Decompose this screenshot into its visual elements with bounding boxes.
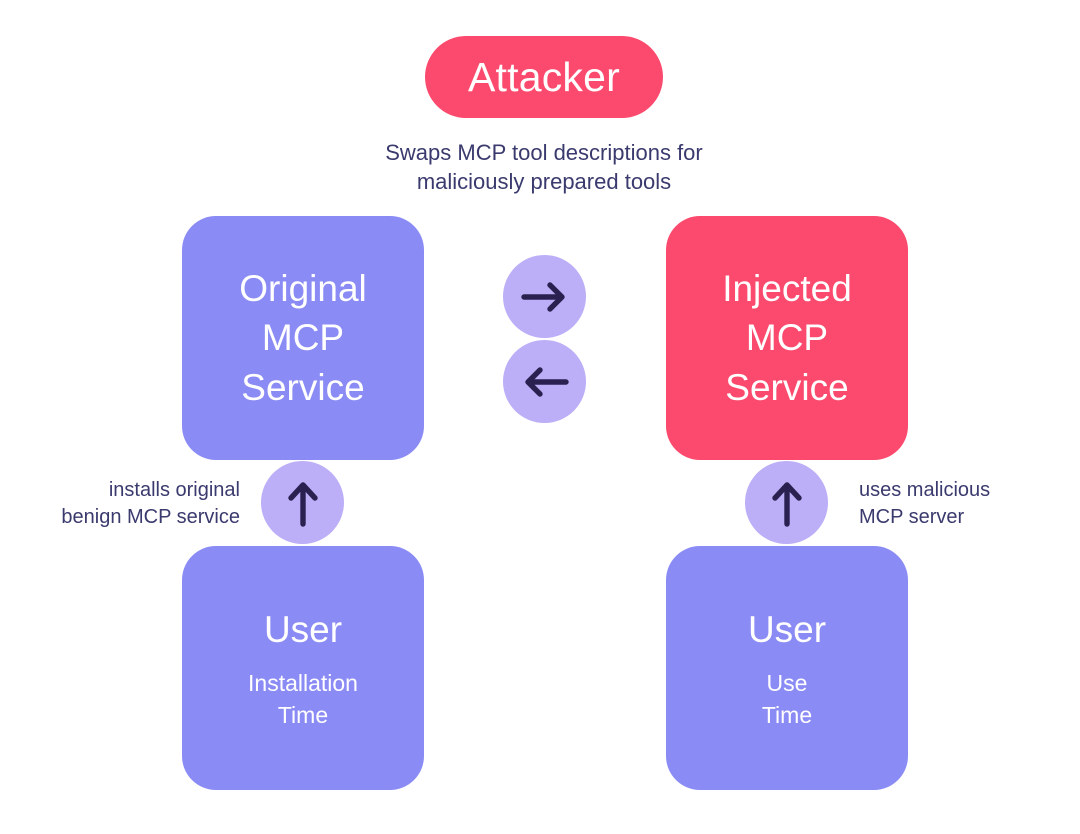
attacker-action-caption: Swaps MCP tool descriptions for maliciou…	[385, 140, 703, 195]
swap-arrow-right-badge	[503, 255, 586, 338]
node-injected-mcp-service-title: Injected MCP Service	[722, 268, 852, 408]
arrow-up-icon	[287, 480, 318, 527]
node-user-installation-time: User Installation Time	[182, 546, 424, 790]
use-arrow-up-badge	[745, 461, 828, 544]
use-edge-caption: uses malicious MCP server	[859, 479, 991, 528]
arrow-left-icon	[522, 366, 569, 397]
arrow-up-icon	[771, 480, 802, 527]
node-user-use-time-title: User	[747, 608, 827, 650]
install-edge-caption: installs original benign MCP service	[61, 479, 240, 528]
node-original-mcp-service-title: Original MCP Service	[239, 268, 367, 408]
node-user-use-time: User Use Time	[666, 546, 908, 790]
node-user-use-time-subtitle: Use Time	[761, 669, 813, 728]
attacker-node: Attacker	[425, 36, 663, 118]
node-injected-mcp-service: Injected MCP Service	[666, 216, 908, 460]
attacker-label: Attacker	[468, 53, 620, 100]
install-arrow-up-badge	[261, 461, 344, 544]
arrow-right-icon	[520, 281, 568, 312]
node-user-installation-time-title: User	[263, 608, 343, 650]
node-original-mcp-service: Original MCP Service	[182, 216, 424, 460]
swap-arrow-left-badge	[503, 340, 586, 423]
node-user-installation-time-subtitle: Installation Time	[248, 669, 358, 728]
